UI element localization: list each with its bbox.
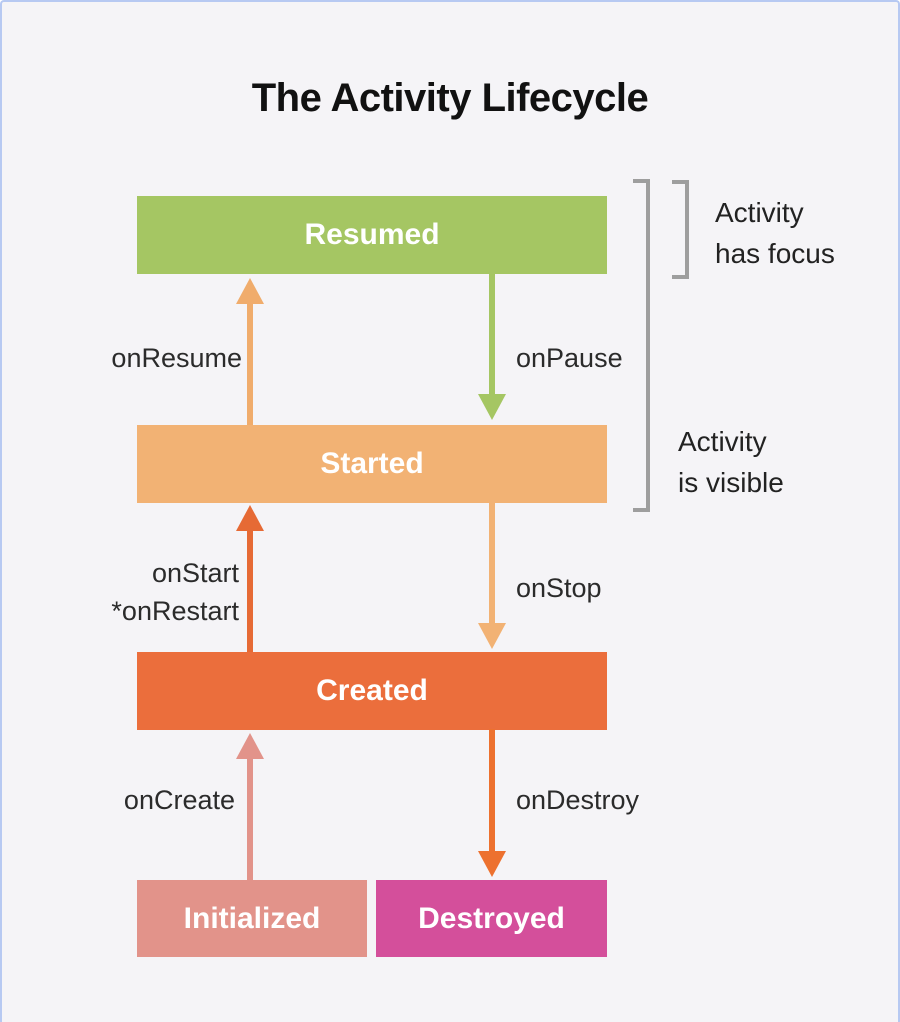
- transition-label-onstart-line1: onStart: [151, 558, 239, 588]
- state-box-started: Started: [137, 425, 607, 503]
- arrow-stem: [247, 529, 253, 652]
- arrow-stem: [247, 302, 253, 425]
- transition-label-oncreate: onCreate: [123, 785, 235, 815]
- annotation-activity-has-focus: Activity has focus: [715, 192, 835, 274]
- state-box-destroyed: Destroyed: [376, 880, 607, 957]
- state-label-resumed: Resumed: [304, 218, 440, 251]
- transition-label-ondestroy: onDestroy: [516, 785, 640, 815]
- arrow-stem: [489, 274, 495, 396]
- annotation-line: has focus: [715, 238, 835, 269]
- arrow-stem: [489, 729, 495, 851]
- state-box-initialized: Initialized: [137, 880, 367, 957]
- arrowhead-up-icon: [236, 733, 264, 759]
- arrowhead-up-icon: [236, 505, 264, 531]
- transition-label-onstop: onStop: [516, 573, 602, 603]
- arrowhead-down-icon: [478, 623, 506, 649]
- arrow-stem: [247, 757, 253, 880]
- bracket-activity-has-focus: [672, 180, 689, 279]
- page-title: The Activity Lifecycle: [251, 76, 649, 120]
- state-label-initialized: Initialized: [183, 901, 321, 935]
- arrow-stem: [489, 501, 495, 623]
- annotation-line: Activity: [715, 197, 804, 228]
- arrowhead-down-icon: [478, 394, 506, 420]
- state-box-resumed: Resumed: [137, 196, 607, 274]
- annotation-line: is visible: [678, 467, 784, 498]
- transition-label-onpause: onPause: [516, 343, 623, 373]
- state-label-started: Started: [320, 447, 424, 480]
- arrowhead-down-icon: [478, 851, 506, 877]
- annotation-activity-is-visible: Activity is visible: [678, 421, 784, 503]
- bracket-activity-is-visible: [633, 179, 650, 512]
- transition-label-onresume: onResume: [111, 343, 242, 373]
- annotation-line: Activity: [678, 426, 767, 457]
- transition-label-onstart-line2: *onRestart: [111, 596, 239, 626]
- state-box-created: Created: [137, 652, 607, 730]
- transition-label-onstart: onStart *onRestart: [57, 554, 239, 630]
- arrowhead-up-icon: [236, 278, 264, 304]
- state-label-destroyed: Destroyed: [418, 901, 565, 935]
- state-label-created: Created: [316, 674, 428, 707]
